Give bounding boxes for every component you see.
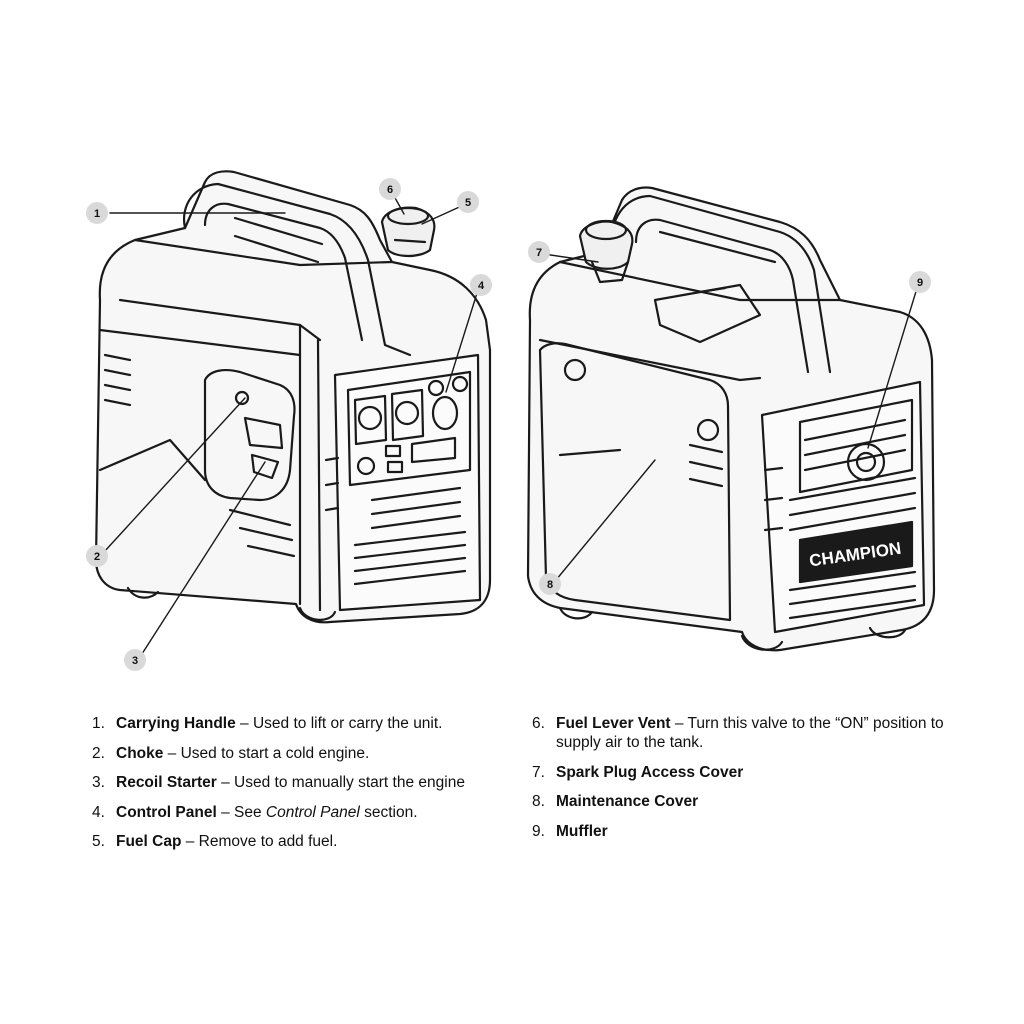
legend-term: Carrying Handle <box>116 715 236 732</box>
svg-text:1: 1 <box>94 208 100 220</box>
legend-term: Spark Plug Access Cover <box>556 763 744 781</box>
legend-desc-emphasis: Control Panel <box>265 803 360 821</box>
callout-8: 8 <box>539 573 561 595</box>
legend-left: 1. Carrying Handle – Used to lift or car… <box>92 714 512 862</box>
legend-number: 9. <box>532 822 545 840</box>
legend-term: Recoil Starter <box>116 774 217 791</box>
right-generator <box>526 186 936 652</box>
legend-desc: – See <box>216 803 266 821</box>
legend-number: 3. <box>92 774 105 791</box>
callout-2: 2 <box>86 545 108 567</box>
legend-desc: – Used to lift or carry the unit. <box>235 715 443 732</box>
svg-text:2: 2 <box>94 551 100 563</box>
callout-6: 6 <box>379 178 401 200</box>
legend-number: 2. <box>92 744 105 762</box>
legend-right: 6. Fuel Lever Vent – Turn this valve to … <box>532 714 952 851</box>
legend-term: Maintenance Cover <box>556 793 699 810</box>
callout-4: 4 <box>470 274 492 296</box>
svg-text:5: 5 <box>465 197 471 209</box>
legend-desc: – Remove to add fuel. <box>181 833 338 850</box>
legend-number: 1. <box>92 715 105 732</box>
legend-desc: – Used to manually start the engine <box>216 774 465 791</box>
svg-text:9: 9 <box>917 277 923 289</box>
legend-term: Muffler <box>556 822 608 840</box>
legend-item-fuel-lever-vent: 6. Fuel Lever Vent – Turn this valve to … <box>532 714 952 752</box>
legend-number: 8. <box>532 793 545 810</box>
leader-lines <box>103 195 919 658</box>
legend-item-spark-plug-access-cover: 7. Spark Plug Access Cover <box>532 763 952 782</box>
legend-number: 4. <box>92 803 105 821</box>
legend-desc: – Used to start a cold engine. <box>163 744 370 762</box>
legend-item-carrying-handle: 1. Carrying Handle – Used to lift or car… <box>92 714 512 733</box>
legend-number: 7. <box>532 763 545 781</box>
left-generator <box>94 170 492 624</box>
legend-item-muffler: 9. Muffler <box>532 822 952 841</box>
legend-item-choke: 2. Choke – Used to start a cold engine. <box>92 744 512 763</box>
callout-7: 7 <box>528 241 550 263</box>
generator-diagram: CHAMPION 1 2 3 4 5 6 7 8 9 <box>86 170 936 671</box>
legend-desc: section. <box>359 803 418 821</box>
callout-1: 1 <box>86 202 108 224</box>
legend-item-maintenance-cover: 8. Maintenance Cover <box>532 792 952 811</box>
callout-5: 5 <box>457 191 479 213</box>
callout-3: 3 <box>124 649 146 671</box>
legend-item-fuel-cap: 5. Fuel Cap – Remove to add fuel. <box>92 832 512 851</box>
legend-term: Choke <box>116 744 164 762</box>
svg-text:7: 7 <box>536 247 542 259</box>
legend-desc: – Turn this valve to the “ON” position t… <box>556 715 944 751</box>
legend-term: Control Panel <box>116 803 217 821</box>
legend-term: Fuel Cap <box>116 833 182 850</box>
legend-number: 5. <box>92 833 105 850</box>
svg-text:8: 8 <box>547 579 553 591</box>
legend-item-recoil-starter: 3. Recoil Starter – Used to manually sta… <box>92 773 512 792</box>
callout-9: 9 <box>909 271 931 293</box>
legend-number: 6. <box>532 715 545 732</box>
legend-term: Fuel Lever Vent <box>556 715 671 732</box>
svg-text:6: 6 <box>387 184 393 196</box>
svg-text:3: 3 <box>132 655 138 667</box>
svg-text:4: 4 <box>478 280 485 292</box>
legend-item-control-panel: 4. Control Panel – See Control Panel sec… <box>92 803 512 822</box>
